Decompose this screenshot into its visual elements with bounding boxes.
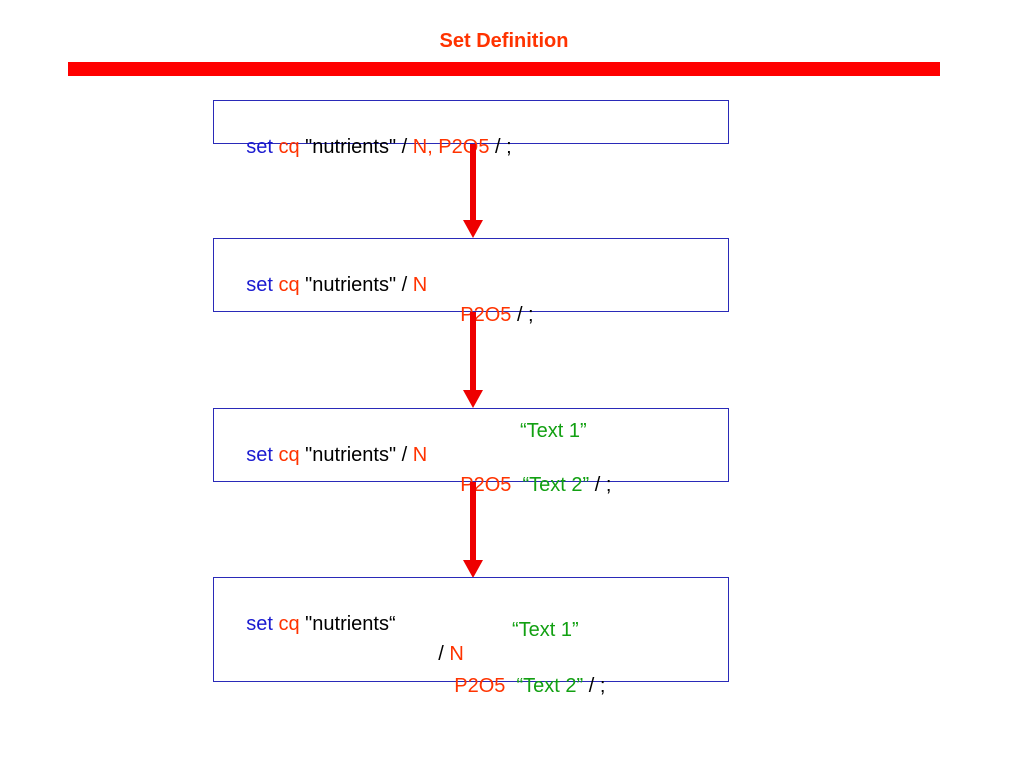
element-text-1: “Text 1” [520,420,587,442]
set-name: "nutrients" / [299,274,413,296]
statement-end: / ; [589,474,612,496]
set-name: "nutrients“ [299,613,396,635]
keyword-set: set [246,274,273,296]
keyword-cq: cq [278,444,300,466]
arrow-shaft [470,312,476,392]
keyword-set: set [246,613,273,635]
element-text-1: “Text 1” [512,619,579,641]
set-elements: N, P2O5 [412,136,490,158]
code-box-4: set cq "nutrients“ / N “Text 1” P2O5 “Te… [213,577,729,697]
set-name: "nutrients" / [299,444,413,466]
down-arrow-3 [463,482,483,578]
keyword-cq: cq [278,613,300,635]
down-arrow-1 [463,144,483,238]
down-arrow-2 [463,312,483,408]
element-text-2: “Text 2” [522,474,590,496]
arrow-head [463,390,483,408]
code-line: set cq "nutrients" / N, P2O5 / ; [224,111,512,183]
set-element-n: N [412,444,428,466]
statement-end: / ; [583,675,606,697]
statement-end: / ; [511,304,534,326]
arrow-shaft [470,482,476,562]
code-line: / N [416,618,464,690]
arrow-head [463,220,483,238]
element-separator: / [438,643,450,665]
code-line: set cq "nutrients" / N [224,419,427,491]
keyword-set: set [246,136,273,158]
code-space [511,474,522,496]
statement-end: / ; [489,136,512,158]
code-box-1: set cq "nutrients" / N, P2O5 / ; [213,100,729,158]
set-name: "nutrients" / [299,136,413,158]
arrow-head [463,560,483,578]
keyword-cq: cq [278,274,300,296]
code-line: set cq "nutrients" / N [224,249,427,321]
element-text-2: “Text 2” [516,675,584,697]
code-box-3: set cq "nutrients" / N “Text 1” P2O5 “Te… [213,408,729,496]
keyword-cq: cq [278,136,300,158]
page-title: Set Definition [439,30,569,52]
code-box-2: set cq "nutrients" / N P2O5 / ; [213,238,729,326]
set-element-n: N [412,274,428,296]
code-line: P2O5 / ; [438,279,534,351]
code-line: P2O5 “Text 2” / ; [432,650,605,722]
arrow-shaft [470,144,476,222]
code-space [505,675,516,697]
title-underline-bar [68,62,940,76]
code-line: set cq "nutrients“ [224,588,396,660]
set-element-n: N [449,643,464,665]
set-element-p2o5: P2O5 [454,675,506,697]
keyword-set: set [246,444,273,466]
